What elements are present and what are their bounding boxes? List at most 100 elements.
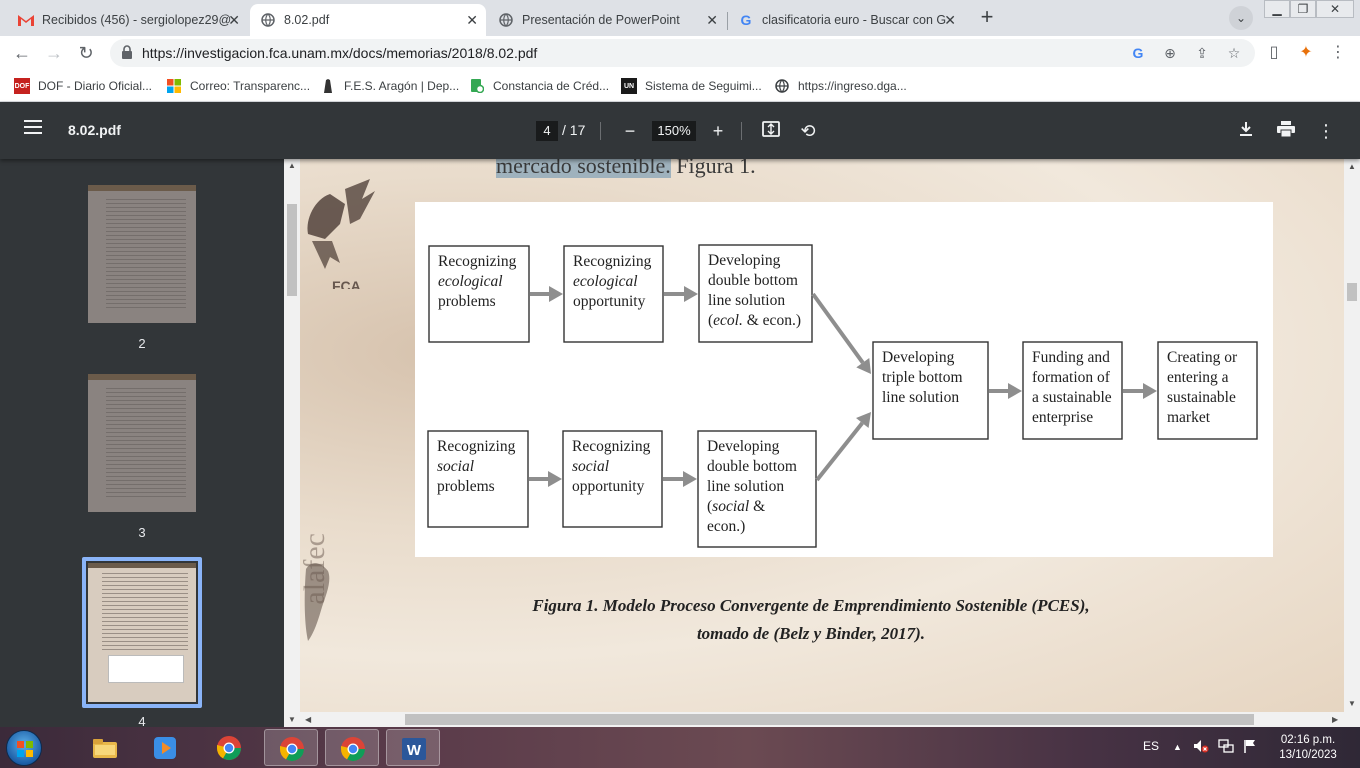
chrome-open-window-1[interactable] [264, 729, 318, 766]
chevron-down-icon[interactable]: ⌄ [1229, 6, 1253, 30]
close-icon[interactable]: ✕ [466, 12, 478, 28]
download-icon[interactable] [1234, 119, 1258, 143]
file-explorer-taskbar[interactable] [78, 729, 132, 766]
pdf-filename: 8.02.pdf [68, 122, 121, 138]
tab-gmail[interactable]: Recibidos (456) - sergiolopez29@ ✕ [8, 4, 248, 36]
diagram-arrow [664, 286, 698, 302]
close-icon[interactable]: ✕ [944, 12, 956, 28]
sidebar-scrollbar[interactable]: ▲ ▼ [284, 159, 300, 727]
chrome-icon [280, 737, 304, 762]
zoom-level-input[interactable]: 150% [652, 121, 696, 141]
page-thumbnail-4-selected[interactable] [82, 557, 202, 708]
fit-page-icon[interactable] [759, 119, 783, 143]
diagram-box-text: ecological [573, 273, 638, 290]
word-icon: W [402, 738, 426, 760]
diagram-box-text: social [437, 458, 474, 475]
chrome-icon [217, 736, 241, 761]
browser-toolbar: ← → ↻ https://investigacion.fca.unam.mx/… [0, 36, 1360, 70]
media-player-taskbar[interactable] [138, 729, 192, 766]
diagram-box-text: ecological [438, 273, 503, 290]
tab-title: clasificatoria euro - Buscar con G [762, 13, 947, 27]
share-icon[interactable]: ⇪ [1196, 45, 1208, 61]
diagram-arrow [663, 471, 697, 487]
bookmark-sistema-seguimiento[interactable]: UN Sistema de Seguimi... [621, 76, 762, 96]
zoom-out-minus-icon[interactable]: − [624, 121, 636, 141]
close-icon[interactable]: ✕ [706, 12, 718, 28]
page-number-input[interactable]: 4 [536, 121, 558, 141]
scrollbar-thumb[interactable] [405, 714, 1254, 725]
diagram-box-text: a sustainable [1032, 389, 1112, 406]
thumbnail-sidebar: 2 3 4 [0, 159, 284, 729]
zoom-in-plus-icon[interactable]: + [712, 121, 724, 141]
scrollbar-thumb[interactable] [1347, 283, 1357, 301]
reload-icon[interactable]: ↻ [78, 43, 94, 63]
chrome-taskbar[interactable] [202, 729, 256, 766]
side-panel-icon[interactable]: ▯ [1269, 44, 1279, 61]
network-icon[interactable] [1218, 739, 1234, 756]
action-center-flag-icon[interactable] [1243, 739, 1257, 756]
tab-powerpoint[interactable]: Presentación de PowerPoint ✕ [488, 4, 726, 36]
new-tab-plus-icon[interactable]: + [980, 4, 994, 29]
hamburger-menu-icon[interactable] [24, 120, 42, 134]
page-thumbnail-3[interactable] [88, 374, 196, 512]
folder-icon [93, 739, 117, 758]
google-translate-icon[interactable]: G [1132, 45, 1144, 61]
rotate-icon[interactable]: ⟲ [800, 121, 816, 141]
bookmark-constancia[interactable]: Constancia de Créd... [469, 76, 609, 96]
viewer-horizontal-scrollbar[interactable]: ▼ ◀ ▶ [284, 712, 1360, 727]
tab-pdf[interactable]: 8.02.pdf ✕ [250, 4, 486, 36]
bookmark-label: Correo: Transparenc... [190, 79, 311, 93]
window-close-icon[interactable]: ✕ [1316, 0, 1354, 18]
viewer-vertical-scrollbar[interactable]: ▲ ▼ [1344, 159, 1360, 712]
google-icon: G [740, 12, 752, 28]
bookmark-dof[interactable]: DOF DOF - Diario Oficial... [14, 76, 152, 96]
bookmark-fes-aragon[interactable]: F.E.S. Aragón | Dep... [320, 76, 459, 96]
heading-text: Figura 1. [670, 159, 756, 178]
kebab-menu-icon[interactable]: ⋮ [1330, 44, 1346, 61]
tab-google-search[interactable]: G clasificatoria euro - Buscar con G ✕ [728, 4, 964, 36]
volume-muted-icon[interactable] [1193, 739, 1209, 756]
kebab-menu-icon[interactable]: ⋮ [1317, 121, 1335, 141]
globe-icon [498, 12, 514, 28]
diagram-box-text: Recognizing [438, 253, 517, 270]
windows-start-button[interactable] [6, 730, 42, 766]
diagram-box-text: problems [438, 293, 496, 310]
forward-arrow-icon[interactable]: → [45, 43, 63, 63]
print-icon[interactable] [1274, 119, 1298, 143]
bookmark-correo[interactable]: Correo: Transparenc... [166, 76, 310, 96]
scrollbar-thumb[interactable] [287, 204, 297, 296]
restore-icon[interactable]: ❐ [1290, 0, 1316, 18]
back-arrow-icon[interactable]: ← [13, 43, 31, 63]
address-bar[interactable]: https://investigacion.fca.unam.mx/docs/m… [110, 39, 1255, 67]
diagram-arrow [530, 286, 563, 302]
bookmarks-bar: DOF DOF - Diario Oficial... Correo: Tran… [0, 70, 1360, 102]
bookmark-star-icon[interactable]: ☆ [1227, 45, 1241, 61]
building-icon [320, 78, 336, 94]
close-icon[interactable]: ✕ [228, 12, 240, 28]
diagram-box-text: social [572, 458, 609, 475]
page-thumbnail-2[interactable] [88, 185, 196, 323]
media-player-icon [154, 737, 176, 759]
clock-time: 02:16 p.m. [1280, 734, 1336, 746]
language-indicator[interactable]: ES [1143, 739, 1160, 753]
diagram-box-text: Funding and [1032, 349, 1110, 366]
pdf-viewer[interactable]: FCA alafec mercado sostenible. Figura 1.… [300, 159, 1344, 712]
diagram-box-text: opportunity [573, 293, 646, 310]
globe-icon [774, 78, 790, 94]
diagram-box-text: Recognizing [572, 438, 651, 455]
word-taskbar[interactable]: W [386, 729, 440, 766]
diagram-box-text: (ecol. & econ.) [708, 312, 801, 329]
tab-title: Presentación de PowerPoint [522, 13, 680, 27]
diagram-box-text: Recognizing [437, 438, 516, 455]
show-hidden-icons-icon[interactable]: ▲ [1173, 742, 1182, 752]
zoom-icon[interactable]: ⊕ [1164, 45, 1176, 61]
lock-icon[interactable] [120, 45, 134, 59]
taskbar-clock[interactable]: 02:16 p.m. 13/10/2023 [1268, 733, 1348, 763]
bookmark-ingreso-dga[interactable]: https://ingreso.dga... [774, 76, 907, 96]
extension-icon[interactable]: ✦ [1299, 44, 1313, 61]
minimize-icon[interactable]: ▁ [1264, 0, 1290, 18]
chrome-open-window-2[interactable] [325, 729, 379, 766]
